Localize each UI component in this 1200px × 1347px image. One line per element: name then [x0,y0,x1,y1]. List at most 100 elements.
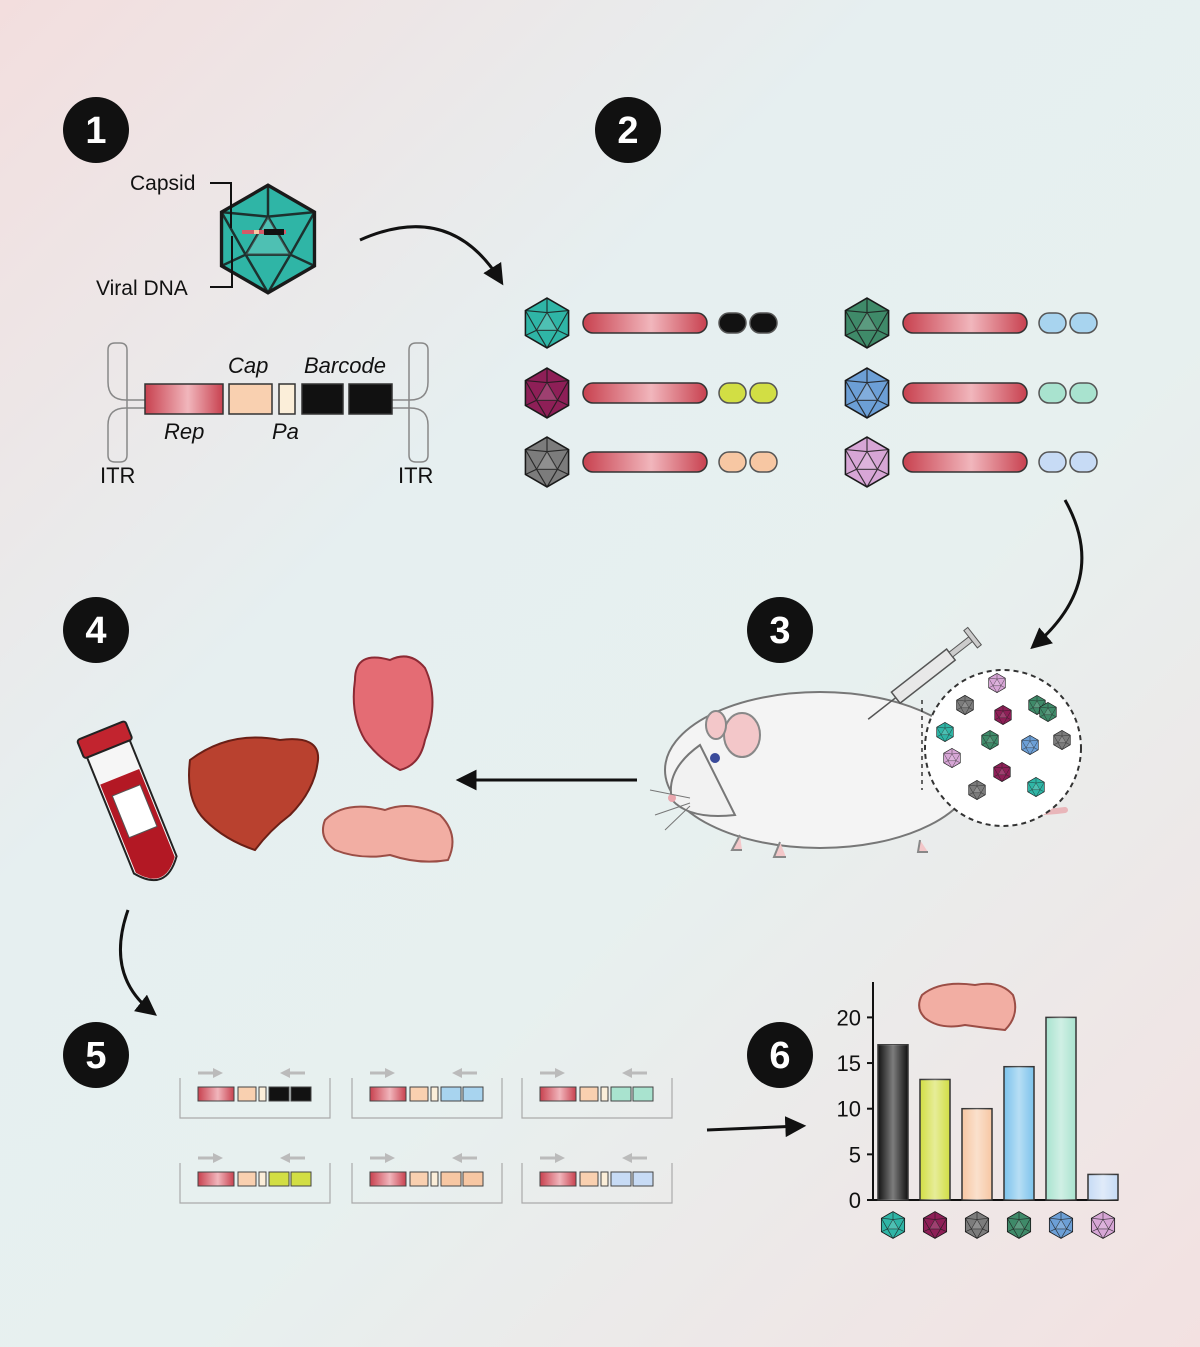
barcode-segment [610,1086,632,1102]
capsid-blue-icon [844,367,890,419]
barcode-segment [462,1171,484,1187]
barcode-segment [440,1171,462,1187]
barcode-segment-2 [348,383,393,415]
sequenced-construct [179,1153,331,1204]
magnified-capsids [924,669,1082,827]
barcode-pill [749,312,778,334]
capsid-pink-icon [844,436,890,488]
heart-icon [352,655,434,772]
cap-label: Cap [228,353,268,378]
barcode-pill [718,312,747,334]
x-tick-capsid-teal-icon [880,1211,906,1239]
chart-bar-highlight [1004,1066,1034,1200]
chart-bar-highlight [962,1108,992,1200]
arrow-step2-to-step3 [1030,499,1084,650]
harvested-tissues [76,655,454,882]
step-6-badge: 6 [747,1022,813,1088]
barcode-segment [268,1086,290,1102]
step-5-badge: 5 [63,1022,129,1088]
chart-bar-highlight [1046,1017,1076,1200]
sequenced-construct [351,1153,503,1204]
capsid-grey-icon [524,436,570,488]
rep-cap-segment [582,382,708,404]
y-tick-label: 0 [849,1188,861,1213]
pa-label: Pa [272,419,299,444]
barcode-sequencing [179,1068,673,1204]
barcode-segment [610,1171,632,1187]
barcode-pill [1069,382,1098,404]
viral-dna-label: Viral DNA [96,277,188,300]
barcode-segment [290,1171,312,1187]
y-tick-label: 5 [849,1142,861,1167]
chart-bar-highlight [878,1044,908,1200]
arrow-step4-to-step5 [119,909,157,1016]
capsid-label: Capsid [130,172,195,195]
barcode-pill [1038,312,1067,334]
library-row [524,436,778,488]
x-tick-capsid-pink-icon [1090,1211,1116,1239]
sequenced-construct [179,1068,331,1119]
rep-gene [144,383,224,415]
step-3-number: 3 [769,610,790,652]
barcode-pill [718,382,747,404]
syringe-icon [867,626,983,720]
step-1-badge: 1 [63,97,129,163]
step-1-capsid: Capsid Viral DNA [96,172,317,300]
itr-right-label: ITR [398,463,433,488]
y-tick-label: 10 [837,1097,861,1122]
library-row [844,297,1098,349]
library-row [524,367,778,419]
library-row [844,436,1098,488]
mouse-ear [723,712,761,758]
step-4-number: 4 [85,610,106,652]
rep-cap-segment [582,312,708,334]
barcode-pill [1069,312,1098,334]
barcode-segment-1 [301,383,344,415]
barcode-pill [718,451,747,473]
sequenced-construct [521,1068,673,1119]
rep-cap-segment [902,382,1028,404]
capsid-green-icon [844,297,890,349]
arrow-step1-to-step2 [359,225,504,286]
step-5-number: 5 [85,1035,106,1077]
sequenced-construct [351,1068,503,1119]
barcode-pill [749,451,778,473]
step-3-badge: 3 [747,597,813,663]
barcode-segment [290,1086,312,1102]
barcode-segment [632,1171,654,1187]
capsid-magenta-icon [524,367,570,419]
mouse-eye [710,753,720,763]
rep-cap-segment [902,312,1028,334]
barcode-segment [462,1086,484,1102]
liver-icon [188,736,320,852]
rep-cap-segment [582,451,708,473]
cap-gene [228,383,273,415]
step-2-badge: 2 [595,97,661,163]
barcode-segment [632,1086,654,1102]
chart-bar-highlight [920,1079,950,1200]
barcode-label: Barcode [304,353,386,378]
pa-signal [278,383,296,415]
library-row [524,297,778,349]
x-tick-capsid-green-icon [1006,1211,1032,1239]
barcode-segment [268,1171,290,1187]
barcode-pill [749,382,778,404]
x-tick-capsid-magenta-icon [922,1211,948,1239]
itr-left-label: ITR [100,463,135,488]
genome-construct: Cap Barcode Rep Pa ITR ITR [100,342,433,488]
step-4-badge: 4 [63,597,129,663]
barcode-pill [1038,451,1067,473]
step-1-number: 1 [85,110,106,152]
arrow-step5-to-step6 [706,1116,807,1138]
step-2-number: 2 [617,110,638,152]
sequenced-construct [521,1153,673,1204]
capsid-teal-icon [524,297,570,349]
capsid-library [524,297,1098,488]
capsid-teal-icon [219,183,317,295]
y-tick-label: 15 [837,1051,861,1076]
x-tick-capsid-blue-icon [1048,1211,1074,1239]
mouse-injection [649,626,1082,858]
rep-label: Rep [164,419,204,444]
